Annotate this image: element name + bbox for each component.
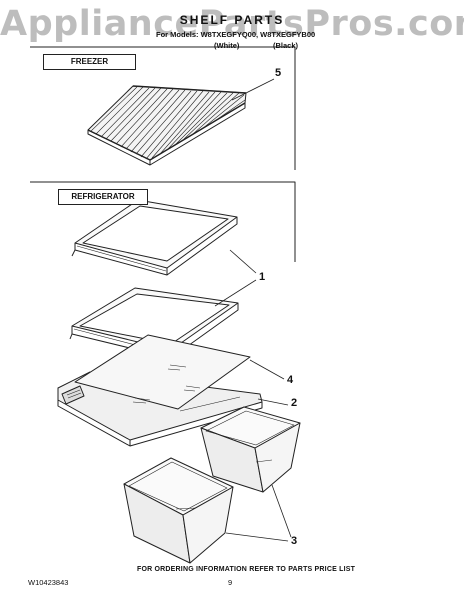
refrigerator-section-label: REFRIGERATOR xyxy=(58,189,148,205)
glass-crisper-cover xyxy=(74,334,251,410)
refrigerator-shelf-lower xyxy=(69,287,239,359)
color-white-label: (White) xyxy=(214,41,240,50)
models-line: For Models: W8TXEGFYQ00, W8TXEGFYB00 xyxy=(156,30,316,39)
callout-5: 5 xyxy=(275,67,282,79)
callout-leaders xyxy=(214,78,292,542)
leader-4 xyxy=(249,359,285,380)
callout-2: 2 xyxy=(291,397,298,409)
callout-3: 3 xyxy=(291,535,298,547)
freezer-section-label: FREEZER xyxy=(43,54,136,70)
page-number: 9 xyxy=(228,578,233,587)
leader-1-lower xyxy=(214,279,257,307)
watermark: AppliancePartsPros.com xyxy=(0,4,464,44)
crisper-drawer-left xyxy=(123,457,234,564)
leader-2 xyxy=(257,398,289,406)
refrigerator-section-divider xyxy=(30,181,296,262)
freezer-section-divider xyxy=(30,46,296,170)
leader-1-upper xyxy=(229,249,257,274)
freezer-wire-shelf xyxy=(87,85,247,166)
refrigerator-shelf-upper xyxy=(71,199,238,276)
leader-5 xyxy=(231,78,275,101)
callout-1: 1 xyxy=(259,271,266,283)
document-number: W10423843 xyxy=(28,578,69,587)
callout-4: 4 xyxy=(287,374,294,386)
ordering-note: FOR ORDERING INFORMATION REFER TO PARTS … xyxy=(137,566,356,573)
color-black-label: (Black) xyxy=(273,41,299,50)
leader-3-right xyxy=(271,484,292,538)
leader-3-left xyxy=(225,532,289,542)
page-title: SHELF PARTS xyxy=(179,13,285,27)
crisper-drawer-right xyxy=(200,406,301,493)
